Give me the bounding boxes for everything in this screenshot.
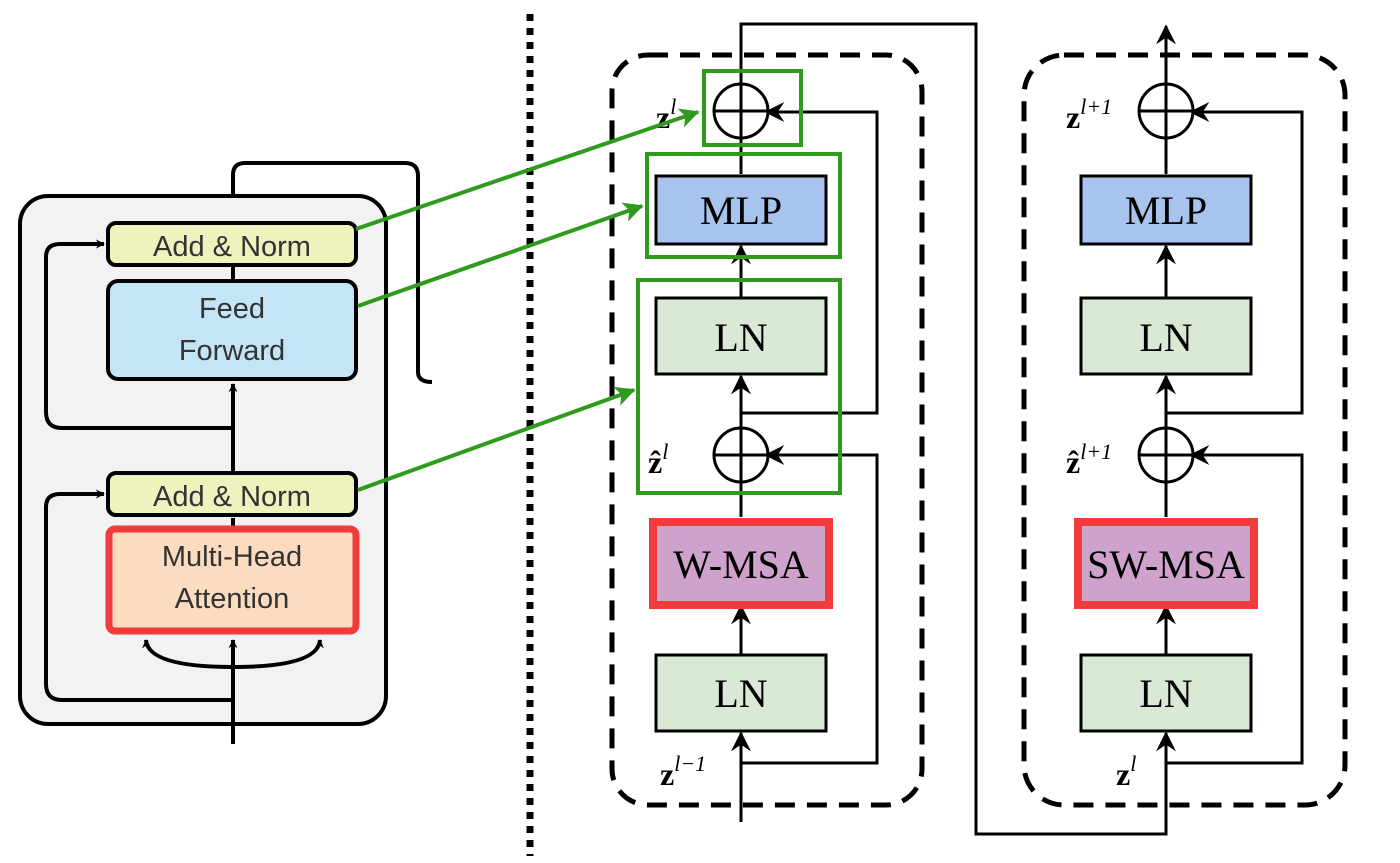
- transformer-block: Add & Norm Feed Forward Add & Norm Multi…: [18, 161, 433, 744]
- swin2-ln-bottom: LN: [1079, 653, 1253, 733]
- residual-2b: [1166, 102, 1304, 415]
- swin2-add-top: [1137, 82, 1195, 140]
- add-norm-bottom-label: Add & Norm: [153, 481, 311, 513]
- green-highlights: [636, 69, 842, 495]
- swin1-z-in-label: zl−1: [660, 751, 706, 792]
- swin2-mlp-label: MLP: [1125, 188, 1207, 233]
- swin1-ln-top-label: LN: [714, 315, 767, 360]
- swin-block-1: LN W-MSA LN MLP zl ẑl: [609, 52, 925, 822]
- swin1-mlp-label: MLP: [700, 188, 782, 233]
- feed-forward-box: Feed Forward: [106, 279, 358, 381]
- swin2-z-hat-label: ẑl+1: [1066, 439, 1112, 480]
- residual-1a: [741, 445, 879, 765]
- feed-forward-label-2: Forward: [179, 335, 285, 367]
- swin1-ln-bottom-label: LN: [714, 671, 767, 716]
- residual-bottom: [44, 489, 233, 702]
- map-addnorm-bottom-to-ln: [357, 386, 636, 492]
- add-norm-top-label: Add & Norm: [153, 231, 311, 263]
- swin1-mlp: MLP: [654, 174, 828, 246]
- residual-top: [44, 239, 233, 430]
- add-norm-bottom: Add & Norm: [106, 471, 358, 517]
- swin2-z-in-label: zl: [1116, 751, 1136, 792]
- swin2-ln-top: LN: [1079, 296, 1253, 376]
- mha-label-1: Multi-Head: [162, 541, 302, 573]
- mapping-arrows: [355, 108, 700, 492]
- residual-1b: [741, 102, 879, 415]
- swin1-add-top: [712, 82, 770, 140]
- map-feedforward-to-mlp: [357, 202, 644, 308]
- residual-2a: [1166, 445, 1304, 765]
- swin1-z-hat-label: ẑl: [648, 439, 668, 480]
- feed-forward-label-1: Feed: [199, 293, 265, 325]
- swin1-ln-top: LN: [654, 296, 828, 376]
- mha-label-2: Attention: [175, 583, 289, 615]
- swin2-add-bottom: [1137, 426, 1195, 484]
- swin2-ln-bottom-label: LN: [1139, 671, 1192, 716]
- map-addnorm-top-to-add: [355, 108, 700, 231]
- swin1-wmsa: W-MSA: [649, 518, 833, 609]
- swin2-z-out-label: zl+1: [1066, 94, 1112, 135]
- highlight-mlp: [645, 152, 842, 259]
- swin1-add-bottom: [712, 426, 770, 484]
- swin2-mlp: MLP: [1079, 174, 1253, 246]
- highlight-add-top: [702, 69, 803, 147]
- swin1-ln-bottom: LN: [654, 653, 828, 733]
- attention-branch-left: [142, 639, 234, 669]
- swin2-swmsa-label: SW-MSA: [1087, 542, 1245, 587]
- transformer-panel: [18, 194, 388, 726]
- multi-head-attention-box: Multi-Head Attention: [105, 525, 360, 635]
- swin-block-2: LN SW-MSA LN MLP zl+1 ẑl+1: [1021, 24, 1348, 808]
- swin2-ln-top-label: LN: [1139, 315, 1192, 360]
- swin1-z-out-label: zl: [656, 94, 676, 135]
- swin2-swmsa: SW-MSA: [1074, 518, 1258, 609]
- add-norm-top: Add & Norm: [106, 221, 358, 267]
- highlight-ln-add: [636, 278, 842, 495]
- output-loop-line: [231, 161, 433, 384]
- swin-block-2-frame: [1021, 52, 1348, 808]
- attention-branch-right: [232, 639, 324, 669]
- block-connector: [739, 22, 1176, 836]
- swin1-wmsa-label: W-MSA: [673, 542, 809, 587]
